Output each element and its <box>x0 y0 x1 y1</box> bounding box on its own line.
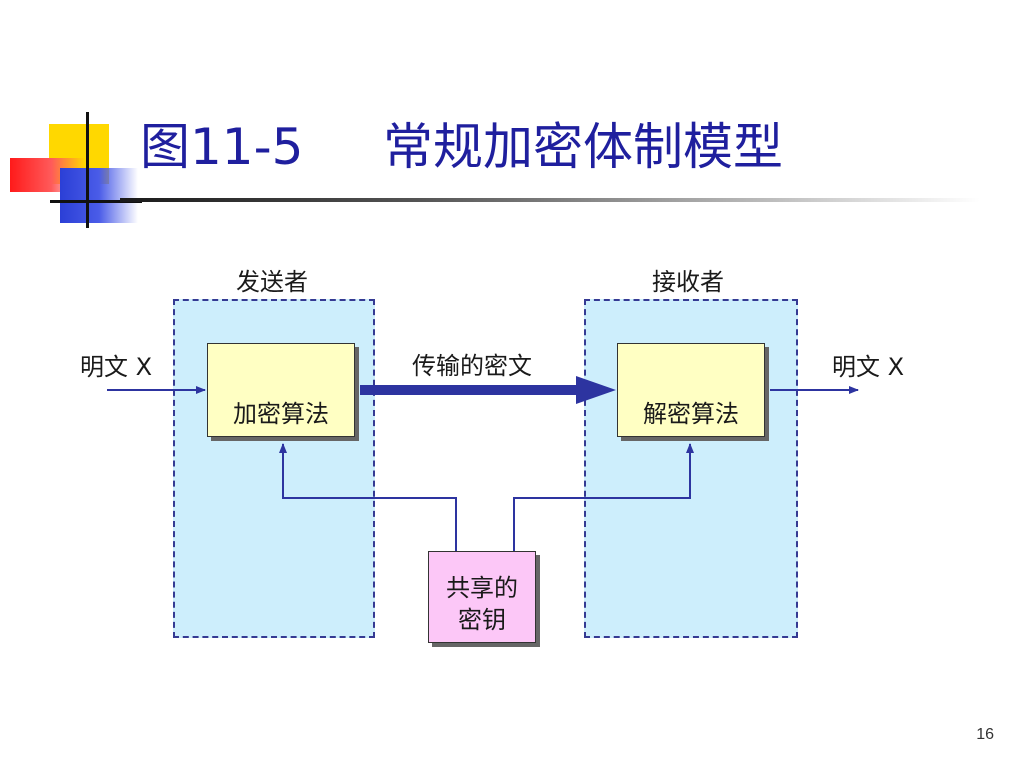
title-underline <box>120 198 980 202</box>
logo-horizontal-line <box>50 200 142 203</box>
sender-label: 发送者 <box>236 268 308 296</box>
shared-key-label-line2: 密钥 <box>458 606 506 634</box>
encryption-algorithm-label: 加密算法 <box>233 400 329 428</box>
logo-blue-bar <box>60 168 138 223</box>
ciphertext-arrow-shaft <box>360 385 578 395</box>
decryption-algorithm-label: 解密算法 <box>643 400 739 428</box>
receiver-label: 接收者 <box>652 268 724 296</box>
shared-key-box: 共享的 密钥 <box>428 551 536 643</box>
ciphertext-label: 传输的密文 <box>412 352 532 380</box>
key-to-decrypt-line <box>513 443 694 551</box>
shared-key-label-line1: 共享的 <box>446 574 518 602</box>
key-to-encrypt-line <box>279 443 457 551</box>
encryption-algorithm-box: 加密算法 <box>207 343 355 437</box>
logo-vertical-line <box>86 112 89 228</box>
plaintext-in-label: 明文 X <box>80 353 153 381</box>
decryption-algorithm-box: 解密算法 <box>617 343 765 437</box>
plaintext-out-label: 明文 X <box>832 353 905 381</box>
page-title: 图11-5 常规加密体制模型 <box>140 118 783 176</box>
ciphertext-arrow-head <box>576 376 616 404</box>
slide-number: 16 <box>976 726 994 743</box>
